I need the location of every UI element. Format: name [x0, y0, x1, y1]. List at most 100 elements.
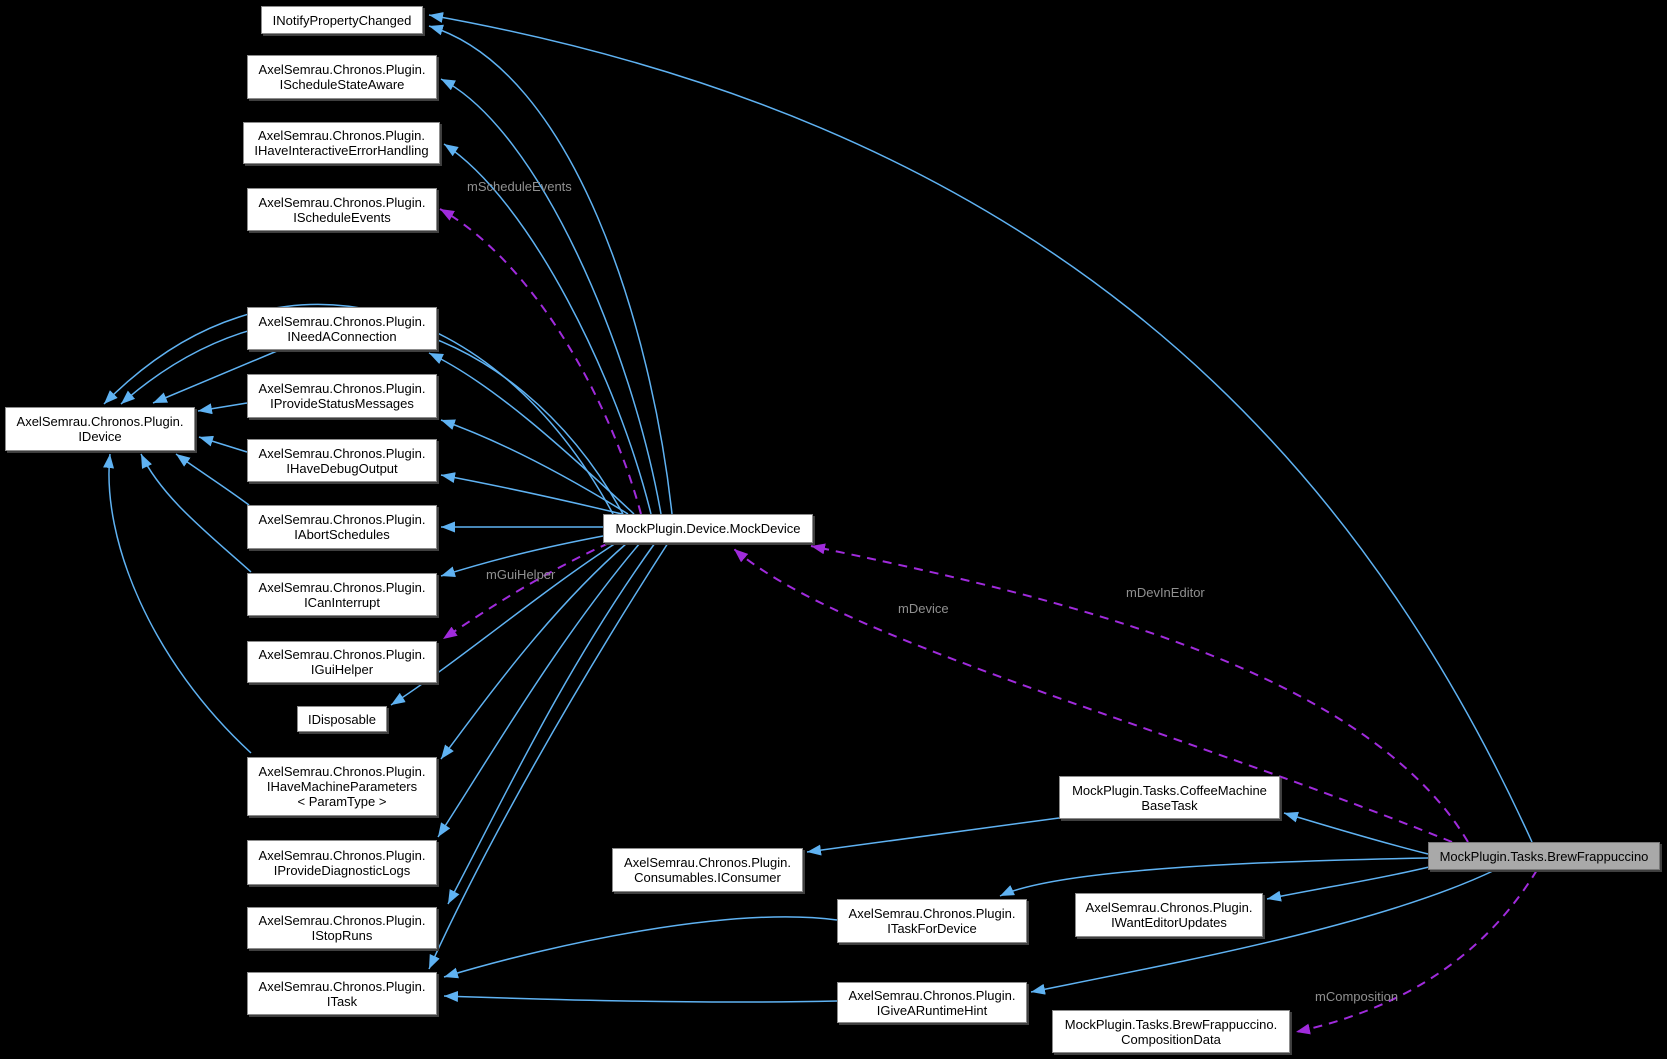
node-label-line: IWantEditorUpdates: [1111, 915, 1227, 930]
node-iprovidestatusmessages[interactable]: AxelSemrau.Chronos.Plugin.IProvideStatus…: [247, 374, 437, 418]
edge-ihavedebugoutput-to-idevice: [198, 435, 248, 453]
node-label-line: AxelSemrau.Chronos.Plugin.: [848, 906, 1016, 921]
node-label-line: IHaveDebugOutput: [286, 460, 398, 476]
node-label-line: IDisposable: [308, 711, 376, 727]
node-iconsumer[interactable]: AxelSemrau.Chronos.Plugin.Consumables.IC…: [612, 848, 803, 892]
node-compositiondata[interactable]: MockPlugin.Tasks.BrewFrappuccino.Composi…: [1052, 1010, 1290, 1053]
node-label-line: AxelSemrau.Chronos.Plugin.: [258, 128, 425, 143]
edge-iprovidestatusmessages-to-idevice: [197, 402, 248, 415]
edge-mockdevice-to-ischedulestateaware: [440, 78, 662, 515]
node-label-line: IDevice: [78, 429, 122, 444]
edge-brewfrappuccino-to-coffeemachinebasetask: [1283, 811, 1429, 855]
edge-brewfrappuccino-to-igivearuntimehint: [1030, 869, 1496, 995]
node-mockdevice[interactable]: MockPlugin.Device.MockDevice: [603, 514, 813, 543]
node-label-line: CompositionData: [1121, 1031, 1221, 1047]
node-label-line: AxelSemrau.Chronos.Plugin.: [258, 445, 426, 461]
node-label-line: < ParamType >: [297, 794, 387, 809]
node-label-line: MockPlugin.Tasks.BrewFrappuccino.: [1064, 1016, 1278, 1032]
edge-label-mComposition: mComposition: [1315, 989, 1399, 1004]
node-label-line: AxelSemrau.Chronos.Plugin.: [16, 414, 184, 429]
edge-mockdevice-to-istopruns: [447, 542, 656, 905]
node-igivearuntimehint[interactable]: AxelSemrau.Chronos.Plugin.IGiveARuntimeH…: [837, 982, 1027, 1023]
node-itaskfordevice[interactable]: AxelSemrau.Chronos.Plugin.ITaskForDevice: [837, 899, 1027, 943]
node-label-line: ITask: [326, 993, 358, 1009]
node-iprovidediagnosticlogs[interactable]: AxelSemrau.Chronos.Plugin.IProvideDiagno…: [247, 840, 437, 885]
edge-iabortschedules-to-idevice: [175, 453, 250, 506]
node-label-line: Consumables.IConsumer: [634, 870, 781, 885]
node-label-line: AxelSemrau.Chronos.Plugin.: [258, 512, 426, 527]
node-label-line: AxelSemrau.Chronos.Plugin.: [258, 313, 426, 329]
edge-brewfrappuccino-to-mockdevice: [733, 548, 1453, 843]
node-label-line: IScheduleStateAware: [279, 77, 405, 92]
node-label-line: MockPlugin.Device.MockDevice: [615, 521, 801, 536]
node-brewfrappuccino[interactable]: MockPlugin.Tasks.BrewFrappuccino: [1428, 842, 1660, 870]
node-iabortschedules[interactable]: AxelSemrau.Chronos.Plugin.IAbortSchedule…: [247, 505, 437, 549]
edge-mockdevice-to-ihavemachineparameters: [440, 542, 628, 760]
node-ischeduleevents[interactable]: AxelSemrau.Chronos.Plugin.IScheduleEvent…: [247, 188, 437, 231]
node-label-line: MockPlugin.Tasks.BrewFrappuccino: [1439, 848, 1649, 864]
edge-label-mGuiHelper: mGuiHelper: [486, 567, 556, 582]
node-label-line: ICanInterrupt: [304, 594, 380, 610]
node-label-line: IProvideDiagnosticLogs: [273, 862, 411, 878]
edge-mockdevice-to-ineedaconnection: [428, 352, 635, 515]
edge-mockdevice-to-iguihelper: [442, 542, 610, 640]
node-label-line: INotifyPropertyChanged: [272, 12, 412, 28]
node-label-line: AxelSemrau.Chronos.Plugin.: [258, 647, 426, 662]
node-idevice[interactable]: AxelSemrau.Chronos.Plugin.IDevice: [5, 407, 195, 451]
node-label-line: ITaskForDevice: [887, 921, 977, 936]
edge-ineedaconnection-to-idevice: [152, 350, 278, 404]
edge-icaninterrupt-to-idevice: [140, 453, 252, 573]
edge-mockdevice-to-iprovidestatusmessages: [440, 419, 629, 515]
edge-mockdevice-to-itask: [428, 542, 669, 970]
edge-itaskfordevice-to-itask: [443, 916, 838, 979]
node-idisposable[interactable]: IDisposable: [297, 706, 387, 732]
node-label-line: IGuiHelper: [310, 662, 374, 677]
edge-mockdevice-to-ischeduleevents: [439, 208, 642, 515]
node-label-line: IProvideStatusMessages: [270, 396, 414, 411]
edge-brewfrappuccino-to-inotifypropertychanged: [428, 12, 1533, 843]
node-label-line: AxelSemrau.Chronos.Plugin.: [258, 978, 426, 994]
node-ihavedebugoutput[interactable]: AxelSemrau.Chronos.Plugin.IHaveDebugOutp…: [247, 439, 437, 482]
node-label-line: AxelSemrau.Chronos.Plugin.: [258, 579, 426, 595]
node-label-line: IHaveInteractiveErrorHandling: [254, 143, 429, 158]
edge-mockdevice-to-iprovidediagnosticlogs: [437, 542, 641, 838]
node-istopruns[interactable]: AxelSemrau.Chronos.Plugin.IStopRuns: [247, 907, 437, 949]
edge-brewfrappuccino-to-mockdevice: [810, 543, 1469, 843]
edge-mockdevice-to-icaninterrupt: [440, 535, 604, 578]
node-icaninterrupt[interactable]: AxelSemrau.Chronos.Plugin.ICanInterrupt: [247, 573, 437, 616]
edge-label-mDevInEditor: mDevInEditor: [1126, 585, 1205, 600]
node-label-line: IGiveARuntimeHint: [876, 1002, 988, 1018]
node-label-line: AxelSemrau.Chronos.Plugin.: [258, 913, 426, 928]
node-ihavemachineparameters[interactable]: AxelSemrau.Chronos.Plugin.IHaveMachinePa…: [247, 757, 437, 816]
node-itask[interactable]: AxelSemrau.Chronos.Plugin.ITask: [247, 972, 437, 1015]
node-ihaveinteractiveerrorhandling[interactable]: AxelSemrau.Chronos.Plugin.IHaveInteracti…: [243, 122, 440, 164]
node-label-line: AxelSemrau.Chronos.Plugin.: [258, 764, 426, 779]
edge-ihavemachineparameters-to-idevice: [103, 453, 252, 754]
edge-mockdevice-to-ihavedebugoutput: [440, 472, 623, 515]
node-iguihelper[interactable]: AxelSemrau.Chronos.Plugin.IGuiHelper: [247, 641, 437, 683]
node-iwanteditorupdates[interactable]: AxelSemrau.Chronos.Plugin.IWantEditorUpd…: [1075, 893, 1263, 937]
node-ischedulestateaware[interactable]: AxelSemrau.Chronos.Plugin.IScheduleState…: [247, 55, 437, 99]
edge-mockdevice-to-idisposable: [390, 542, 617, 706]
node-label-line: BaseTask: [1141, 797, 1198, 813]
edge-mockdevice-to-ihaveinteractiveerrorhandling: [443, 143, 652, 515]
edge-brewfrappuccino-to-iwanteditorupdates: [1266, 866, 1430, 902]
node-inotifypropertychanged[interactable]: INotifyPropertyChanged: [261, 6, 423, 34]
node-label-line: IStopRuns: [311, 928, 373, 943]
edge-igivearuntimehint-to-itask: [443, 990, 838, 1003]
edge-brewfrappuccino-to-compositiondata: [1295, 869, 1538, 1035]
edge-label-mDevice: mDevice: [898, 601, 949, 616]
node-label-line: INeedAConnection: [287, 328, 397, 344]
node-ineedaconnection[interactable]: AxelSemrau.Chronos.Plugin.INeedAConnecti…: [247, 307, 437, 350]
node-label-line: IAbortSchedules: [294, 527, 390, 542]
node-label-line: AxelSemrau.Chronos.Plugin.: [624, 855, 791, 870]
node-label-line: IScheduleEvents: [293, 209, 391, 225]
node-label-line: AxelSemrau.Chronos.Plugin.: [258, 194, 426, 210]
node-label-line: MockPlugin.Tasks.CoffeeMachine: [1072, 782, 1267, 798]
node-label-line: AxelSemrau.Chronos.Plugin.: [258, 847, 426, 863]
node-label-line: AxelSemrau.Chronos.Plugin.: [1085, 900, 1253, 915]
edge-mockdevice-to-inotifypropertychanged: [428, 24, 673, 515]
